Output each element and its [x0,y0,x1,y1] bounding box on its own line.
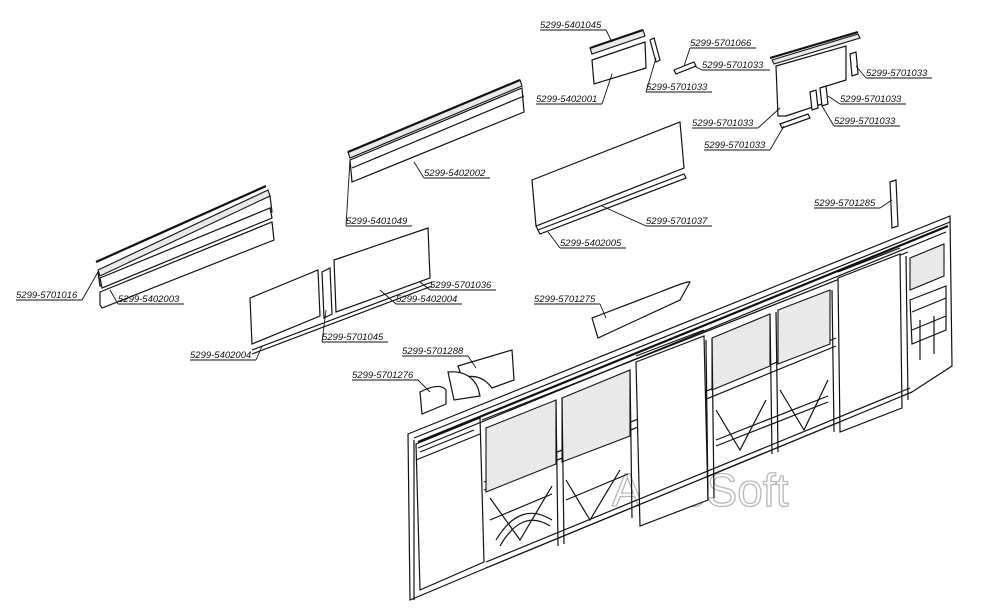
label-5701288: 5299-5701288 [402,346,464,357]
label-5701275: 5299-5701275 [534,294,596,305]
label-5701033-left-low: 5299-5701033 [704,140,766,151]
label-5401049: 5299-5401049 [346,216,408,227]
label-5701037: 5299-5701037 [646,216,708,227]
label-5701033-right-mid: 5299-5701033 [840,94,902,105]
leader-lines [16,29,932,393]
strip-5701285 [889,179,899,229]
panel-5402005 [531,121,687,235]
label-5701033-left: 5299-5701033 [692,118,754,129]
body-side-frame [407,215,953,601]
label-5701016: 5299-5701016 [16,290,78,301]
label-5701033-right: 5299-5701033 [866,68,928,79]
label-5402004-right: 5299-5402004 [396,294,457,305]
panel-5402003 [95,184,275,309]
label-5401045: 5299-5401045 [540,20,602,31]
label-5402001: 5299-5402001 [536,94,597,105]
panel-5402002 [347,78,525,183]
label-5701276: 5299-5701276 [352,370,414,381]
panels-5402004 [249,227,433,355]
label-5701033-small: 5299-5701033 [646,82,708,93]
label-5402003: 5299-5402003 [118,294,180,305]
panel-5701275 [591,281,691,339]
label-5701045: 5299-5701045 [322,332,384,343]
arch-panels [419,349,515,415]
part-labels: 5299-5401045 5299-5701066 5299-5701033 5… [16,20,928,381]
label-5402002: 5299-5402002 [424,168,486,179]
label-5701033-top: 5299-5701033 [702,60,764,71]
label-5701285: 5299-5701285 [814,198,876,209]
label-5701066: 5299-5701066 [690,38,752,49]
label-5701033-right-low: 5299-5701033 [834,116,896,127]
strips-5701066 [673,61,697,75]
label-5402004-left: 5299-5402004 [190,350,251,361]
label-5701036: 5299-5701036 [430,280,492,291]
label-5402005: 5299-5402005 [560,238,622,249]
panel-5402001 [589,28,661,85]
panel-right-top [769,30,861,129]
